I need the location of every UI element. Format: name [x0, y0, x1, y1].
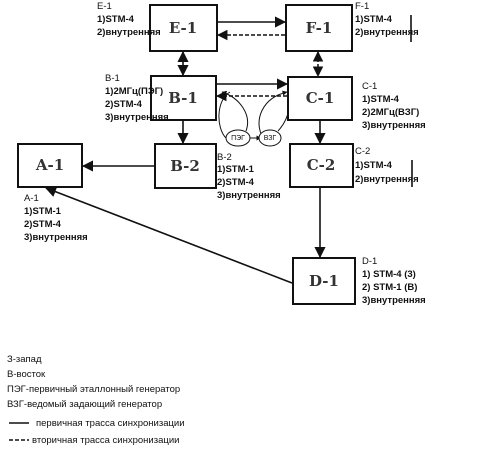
peg-generator: ПЭГ: [225, 129, 251, 147]
vzg-generator: ВЗГ: [258, 129, 282, 147]
label-b2-line3: 3)внутренняя: [217, 190, 281, 201]
label-d1-title: D-1: [362, 256, 377, 267]
node-b1: B-1: [150, 75, 217, 121]
label-e1: E-1 1)STM-4 2)внутренняя: [97, 1, 161, 38]
label-a1-line3: 3)внутренняя: [24, 232, 88, 243]
label-e1-title: E-1: [97, 1, 112, 12]
peg-to-b1-link: [218, 91, 231, 139]
label-c2-line1: 1)STM-4: [355, 160, 393, 171]
label-a1: A-1 1)STM-1 2)STM-4 3)внутренняя: [24, 193, 88, 243]
legend-west: З-запад: [7, 354, 42, 365]
label-d1-line3: 3)внутренняя: [362, 295, 426, 306]
legend-vzg: ВЗГ-ведомый задающий генератор: [7, 399, 162, 410]
label-b1-line2: 2)STM-4: [105, 99, 143, 110]
node-a1: A-1: [17, 143, 83, 188]
label-f1: F-1 1)STM-4 2)внутренняя: [355, 1, 419, 38]
label-f1-title: F-1: [355, 1, 369, 12]
label-b2: B-2 1)STM-1 2)STM-4 3)внутренняя: [217, 152, 281, 201]
label-b2-line1: 1)STM-1: [217, 164, 255, 175]
label-c1-line1: 1)STM-4: [362, 94, 400, 105]
label-f1-line1: 1)STM-4: [355, 14, 393, 25]
node-d1-label: D-1: [309, 272, 339, 290]
node-e1: E-1: [149, 4, 218, 52]
node-b1-label: B-1: [168, 89, 198, 107]
label-b1-title: B-1: [105, 73, 120, 84]
label-c2: C-2 1)STM-4 2)внутренняя: [355, 146, 419, 185]
node-d1: D-1: [292, 257, 356, 305]
label-d1-line2: 2) STM-1 (B): [362, 282, 417, 293]
label-d1: D-1 1) STM-4 (3) 2) STM-1 (B) 3)внутренн…: [362, 256, 426, 306]
label-c1-line2: 2)2МГц(ВЗГ): [362, 107, 419, 118]
label-b1: B-1 1)2МГц(ПЭГ) 2)STM-4 3)внутренняя: [105, 73, 169, 123]
label-c2-line2: 2)внутренняя: [355, 174, 419, 185]
label-c1: C-1 1)STM-4 2)2МГц(ВЗГ) 3)внутренняя: [362, 81, 426, 131]
vzg-label: ВЗГ: [264, 135, 277, 142]
label-a1-title: A-1: [24, 193, 39, 204]
node-c2: C-2: [289, 143, 354, 188]
link-d1-a1: [44, 186, 293, 284]
label-e1-line1: 1)STM-4: [97, 14, 135, 25]
label-b2-line2: 2)STM-4: [217, 177, 255, 188]
node-e1-label: E-1: [169, 19, 197, 37]
label-b2-title: B-2: [217, 152, 232, 163]
label-c2-title: C-2: [355, 146, 370, 157]
label-b1-line3: 3)внутренняя: [105, 112, 169, 123]
label-c1-line3: 3)внутренняя: [362, 120, 426, 131]
node-f1-label: F-1: [306, 19, 333, 37]
node-b2: B-2: [154, 143, 217, 189]
legend-primary: первичная трасса синхронизации: [36, 418, 185, 429]
legend: З-запад В-восток ПЭГ-первичный эталлонны…: [7, 354, 185, 446]
legend-east: В-восток: [7, 369, 46, 380]
label-e1-line2: 2)внутренняя: [97, 27, 161, 38]
node-c2-label: C-2: [307, 156, 336, 174]
label-f1-line2: 2)внутренняя: [355, 27, 419, 38]
node-f1: F-1: [285, 4, 353, 52]
label-c1-title: C-1: [362, 81, 377, 92]
label-d1-line1: 1) STM-4 (3): [362, 269, 416, 280]
label-b1-line1: 1)2МГц(ПЭГ): [105, 86, 163, 97]
node-c1: C-1: [287, 76, 353, 121]
node-b2-label: B-2: [170, 157, 200, 175]
peg-label: ПЭГ: [231, 135, 245, 142]
peg-feed-b1: [221, 91, 248, 132]
legend-secondary: вторичная трасса синхронизации: [32, 435, 179, 446]
legend-peg: ПЭГ-первичный эталлонный генератор: [7, 384, 180, 395]
node-a1-label: A-1: [35, 156, 64, 174]
label-a1-line1: 1)STM-1: [24, 206, 62, 217]
vzg-feed-c1: [258, 90, 288, 137]
label-a1-line2: 2)STM-4: [24, 219, 62, 230]
node-c1-label: C-1: [306, 89, 335, 107]
